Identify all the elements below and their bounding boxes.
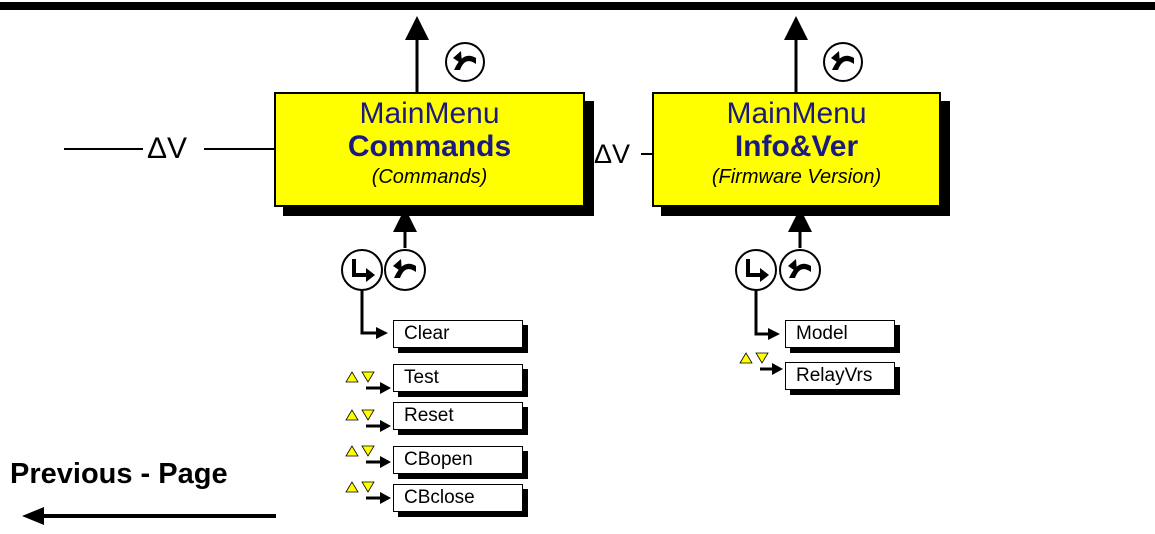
submenu-item-reset[interactable]: Reset: [393, 402, 523, 430]
escape-icon: [445, 42, 485, 82]
escape-icon: [384, 249, 426, 291]
info-first-item-arrow: [768, 328, 780, 340]
small-up-arrow: [345, 481, 359, 493]
escape-icon: [823, 42, 863, 82]
up-down-arrows-icon: ΔV: [147, 132, 188, 165]
small-up-arrow: [345, 409, 359, 421]
up-down-arrows-icon: ΔV: [594, 139, 631, 169]
submenu-item-model[interactable]: Model: [785, 320, 895, 348]
escape-icon: [779, 249, 821, 291]
menu-subtitle: (Commands): [371, 166, 488, 188]
menu-box-commands[interactable]: MainMenu Commands (Commands): [274, 92, 585, 207]
previous-page-arrow-head: [22, 507, 44, 525]
small-down-arrow: [361, 445, 375, 457]
menu-name: Commands: [347, 130, 512, 163]
info-item-arrows: [739, 352, 783, 375]
menu-title: MainMenu: [359, 97, 500, 130]
menu-subtitle: (Firmware Version): [711, 166, 882, 188]
menu-title: MainMenu: [726, 97, 867, 130]
submenu-item-cbclose[interactable]: CBclose: [393, 484, 523, 512]
commands-item-arrows: [345, 371, 391, 504]
submenu-item-cbopen[interactable]: CBopen: [393, 446, 523, 474]
small-down-arrow: [361, 371, 375, 383]
previous-page-label[interactable]: Previous - Page: [10, 458, 228, 490]
info-enter-down-line: [754, 290, 768, 336]
submenu-item-clear[interactable]: Clear: [393, 320, 523, 348]
small-up-arrow: [345, 445, 359, 457]
submenu-item-test[interactable]: Test: [393, 364, 523, 392]
small-up-arrow: [739, 352, 753, 364]
small-down-arrow: [755, 352, 769, 364]
commands-first-item-arrow: [376, 327, 388, 339]
menu-name: Info&Ver: [734, 130, 859, 163]
enter-icon: [341, 249, 383, 291]
submenu-item-relayvrs[interactable]: RelayVrs: [785, 362, 895, 390]
menu-box-info-ver[interactable]: MainMenu Info&Ver (Firmware Version): [652, 92, 941, 207]
small-up-arrow: [345, 371, 359, 383]
small-down-arrow: [361, 409, 375, 421]
enter-icon: [735, 249, 777, 291]
commands-enter-down-line: [360, 290, 376, 335]
small-down-arrow: [361, 481, 375, 493]
